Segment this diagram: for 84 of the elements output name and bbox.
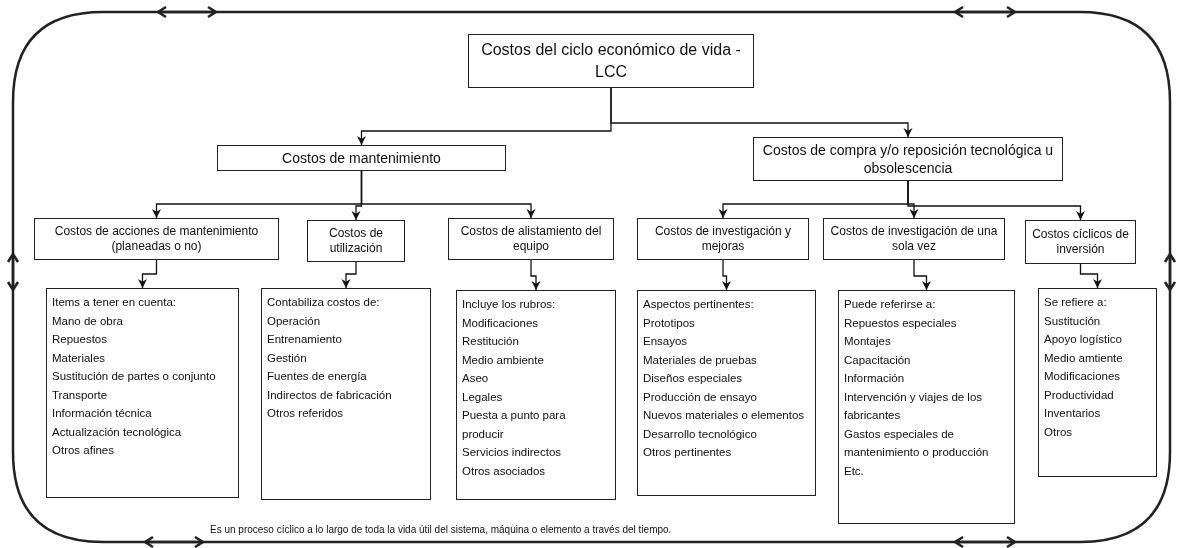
list-item: Otros referidos xyxy=(267,406,345,421)
list-box xyxy=(1038,288,1157,477)
list-item: Medio amtiente xyxy=(1044,350,1124,366)
list-heading: Aspectos pertinentes: xyxy=(643,297,755,312)
list-item: Ensayos xyxy=(643,334,689,349)
list-box xyxy=(838,290,1015,524)
list-box xyxy=(46,288,239,498)
list-item: Intervención y viajes de los fabricantes xyxy=(844,389,984,423)
list-item: Otros pertinentes xyxy=(643,445,733,460)
arrow xyxy=(907,180,1085,221)
box-title: Costos de investigación de una sola vez xyxy=(829,224,999,254)
arrow xyxy=(530,259,541,291)
list-item: Repuestos especiales xyxy=(844,315,958,331)
list-box xyxy=(456,290,616,500)
list-heading: Incluye los rubros: xyxy=(462,297,557,312)
list-heading: Items a tener en cuenta: xyxy=(52,295,178,310)
arrow xyxy=(341,261,357,289)
cost-box xyxy=(823,218,1005,260)
list-item: Materiales de pruebas xyxy=(643,352,758,368)
list-item: Información xyxy=(844,371,906,386)
arrow xyxy=(138,259,158,289)
list-item: Transporte xyxy=(52,387,109,403)
list-item: Restitución xyxy=(462,334,520,349)
arrow xyxy=(722,259,731,291)
box-title: Costos de alistamiento del equipo xyxy=(459,224,603,254)
cost-box xyxy=(448,218,614,260)
list-item: Información técnica xyxy=(52,406,153,421)
arrow xyxy=(1079,263,1102,289)
cost-box xyxy=(753,137,1063,181)
list-item: Puesta a punto para producir xyxy=(462,408,567,442)
box-title: Costos cíclicos de inversión xyxy=(1031,227,1130,257)
box-title: Costos de mantenimiento xyxy=(281,149,442,167)
list-item: Gestión xyxy=(267,350,308,366)
cost-box xyxy=(1025,220,1136,264)
list-item: Servicios indirectos xyxy=(462,445,563,460)
list-item: Productividad xyxy=(1044,387,1115,403)
list-item: Modificaciones xyxy=(462,315,540,331)
list-item: Sustitución de partes o conjunto xyxy=(52,369,217,384)
list-item: Operación xyxy=(267,313,322,329)
cost-box xyxy=(637,218,809,260)
list-heading: Contabiliza costos de: xyxy=(267,295,381,310)
list-item: Materiales xyxy=(52,350,107,366)
cost-box xyxy=(307,220,405,262)
caption: Es un proceso cíclico a lo largo de toda la vida útil del sistema, máquina o elemento a través del tiempo. xyxy=(210,524,672,536)
list-item: Otros asociados xyxy=(462,463,547,479)
list-heading: Puede referirse a: xyxy=(844,297,937,312)
list-item: Legales xyxy=(462,389,504,405)
arrow xyxy=(360,170,536,219)
list-item: Entrenamiento xyxy=(267,332,343,347)
list-item: Actualización tecnológica xyxy=(52,424,183,440)
list-heading: Se refiere a: xyxy=(1044,295,1108,310)
list-item: Montajes xyxy=(844,334,892,349)
box-title: Costos del ciclo económico de vida - LCC xyxy=(481,40,741,82)
list-item: Desarrollo tecnológico xyxy=(643,426,758,442)
arrow xyxy=(610,87,913,138)
list-item: Producción de ensayo xyxy=(643,389,758,405)
list-item: Nuevos materiales o elementos xyxy=(643,408,806,423)
list-item: Otros xyxy=(1044,424,1074,440)
list-item: Indirectos de fabricación xyxy=(267,387,393,403)
list-item: Repuestos xyxy=(52,332,108,347)
box-title: Costos de acciones de mantenimiento (planeadas o no) xyxy=(53,224,260,254)
arrow xyxy=(913,259,931,291)
box-title: Costos de investigación y mejoras xyxy=(653,224,793,254)
cost-box xyxy=(217,145,506,171)
box-title: Costos de utilización xyxy=(328,226,384,256)
cost-box xyxy=(468,34,754,88)
list-item: Aseo xyxy=(462,371,490,386)
list-box xyxy=(261,288,431,500)
list-item: Etc. xyxy=(844,463,865,479)
list-item: Capacitación xyxy=(844,352,912,368)
list-item: Inventarios xyxy=(1044,406,1102,421)
list-item: Prototipos xyxy=(643,315,696,331)
list-item: Otros afines xyxy=(52,443,115,458)
list-item: Diseños especiales xyxy=(643,371,744,386)
list-item: Medio ambiente xyxy=(462,352,545,368)
cost-box xyxy=(34,218,279,260)
list-item: Mano de obra xyxy=(52,313,124,329)
list-box xyxy=(637,290,816,496)
list-item: Sustitución xyxy=(1044,313,1102,329)
list-item: Fuentes de energía xyxy=(267,369,368,384)
list-item: Gastos especiales de mantenimiento o producción xyxy=(844,426,990,460)
list-item: Modificaciones xyxy=(1044,369,1122,384)
list-item: Apoyo logístico xyxy=(1044,332,1123,347)
box-title: Costos de compra y/o reposición tecnológica u obsolescencia xyxy=(762,141,1054,177)
